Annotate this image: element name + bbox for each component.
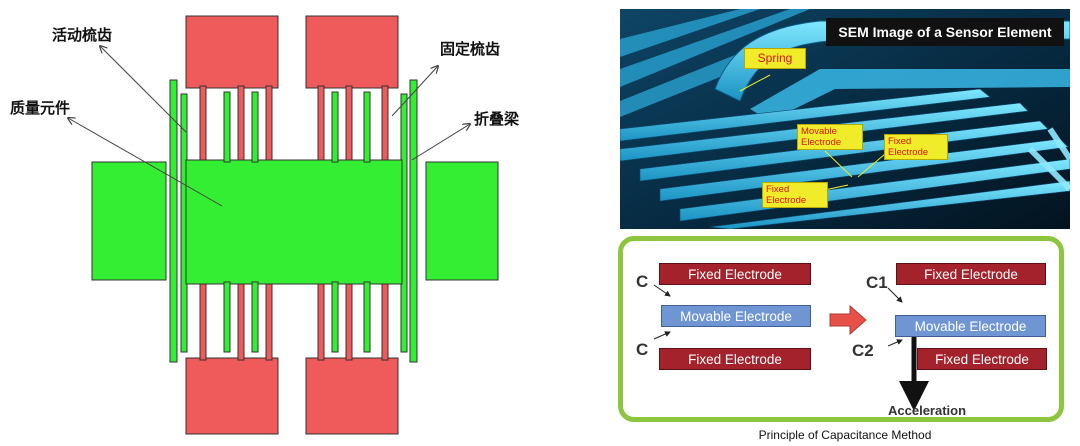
fixed-comb-finger bbox=[265, 283, 273, 361]
movable-comb-finger bbox=[363, 281, 371, 353]
fixed-comb-finger bbox=[265, 85, 273, 161]
fixed-pad-bottom-left bbox=[185, 357, 279, 435]
fixed-pad-top-right bbox=[305, 15, 399, 89]
fixed-comb-finger bbox=[381, 85, 389, 161]
fixed-comb-finger bbox=[345, 283, 353, 361]
sem-title: SEM Image of a Sensor Element bbox=[826, 18, 1064, 46]
folded-beam-left-outer bbox=[169, 79, 178, 363]
fixed-comb-finger bbox=[199, 85, 207, 161]
fixed-electrode-right-top: Fixed Electrode bbox=[896, 263, 1046, 285]
c-arrow-left-bottom bbox=[653, 331, 671, 340]
acceleration-label: Acceleration bbox=[888, 403, 967, 418]
fixed-electrode-right-bottom: Fixed Electrode bbox=[917, 348, 1047, 370]
label-proof-mass: 质量元件 bbox=[10, 99, 71, 117]
fixed-electrode-left-bottom: Fixed Electrode bbox=[659, 348, 811, 370]
movable-comb-finger bbox=[363, 91, 371, 163]
tag-spring: Spring bbox=[744, 48, 806, 69]
fixed-pad-top-left bbox=[185, 15, 279, 89]
anchor-right bbox=[425, 161, 499, 281]
leader-folded-beam bbox=[411, 124, 470, 161]
movable-comb-finger bbox=[251, 91, 259, 163]
tag-fixed-electrode-1: Fixed Electrode bbox=[884, 134, 948, 160]
fixed-comb-finger bbox=[237, 85, 245, 161]
sem-spring bbox=[714, 20, 1070, 102]
movable-comb-finger bbox=[331, 91, 339, 163]
folded-beam-right-outer bbox=[409, 79, 418, 363]
label-movable-comb: 活动梳齿 bbox=[52, 26, 113, 44]
movable-electrode-left: Movable Electrode bbox=[661, 305, 811, 327]
anchor-left bbox=[91, 161, 167, 281]
label-fixed-comb: 固定梳齿 bbox=[440, 40, 501, 58]
movable-comb-finger bbox=[251, 281, 259, 353]
figure-caption: Principle of Capacitance Method bbox=[758, 428, 932, 442]
fixed-comb-finger bbox=[199, 283, 207, 361]
cap-label-left-top: C bbox=[636, 272, 649, 291]
c-arrow-left-top bbox=[653, 284, 671, 297]
fixed-comb-finger bbox=[317, 85, 325, 161]
leader-fixed-comb bbox=[391, 66, 438, 117]
fixed-comb-finger bbox=[345, 85, 353, 161]
movable-comb-finger bbox=[223, 91, 231, 163]
capacitance-principle-panel bbox=[618, 236, 1064, 422]
movable-comb-finger bbox=[331, 281, 339, 353]
cap-label-left-bottom: C bbox=[636, 340, 649, 359]
capacitance-arrows bbox=[653, 284, 929, 411]
c-arrow-right-bottom bbox=[887, 339, 903, 347]
tag-fixed-electrode-2: Fixed Electrode bbox=[762, 182, 828, 208]
transition-arrow bbox=[829, 304, 867, 336]
fixed-comb-finger bbox=[381, 283, 389, 361]
tag-movable-electrode: Movable Electrode bbox=[797, 124, 863, 150]
leader-proof-mass bbox=[68, 118, 223, 207]
movable-comb-finger bbox=[223, 281, 231, 353]
fixed-electrode-left-top: Fixed Electrode bbox=[659, 263, 811, 285]
fixed-comb-finger bbox=[237, 283, 245, 361]
label-folded-beam: 折叠梁 bbox=[474, 110, 520, 128]
cap-label-right-bottom: C2 bbox=[852, 341, 874, 360]
leader-movable-comb bbox=[100, 46, 187, 133]
fixed-pad-bottom-right bbox=[305, 357, 399, 435]
cap-label-right-top: C1 bbox=[866, 273, 888, 292]
fixed-comb-finger bbox=[317, 283, 325, 361]
c-arrow-right-top bbox=[887, 287, 903, 303]
proof-mass bbox=[185, 159, 403, 285]
movable-electrode-right: Movable Electrode bbox=[895, 315, 1046, 337]
mems-structure-diagram bbox=[0, 15, 499, 435]
